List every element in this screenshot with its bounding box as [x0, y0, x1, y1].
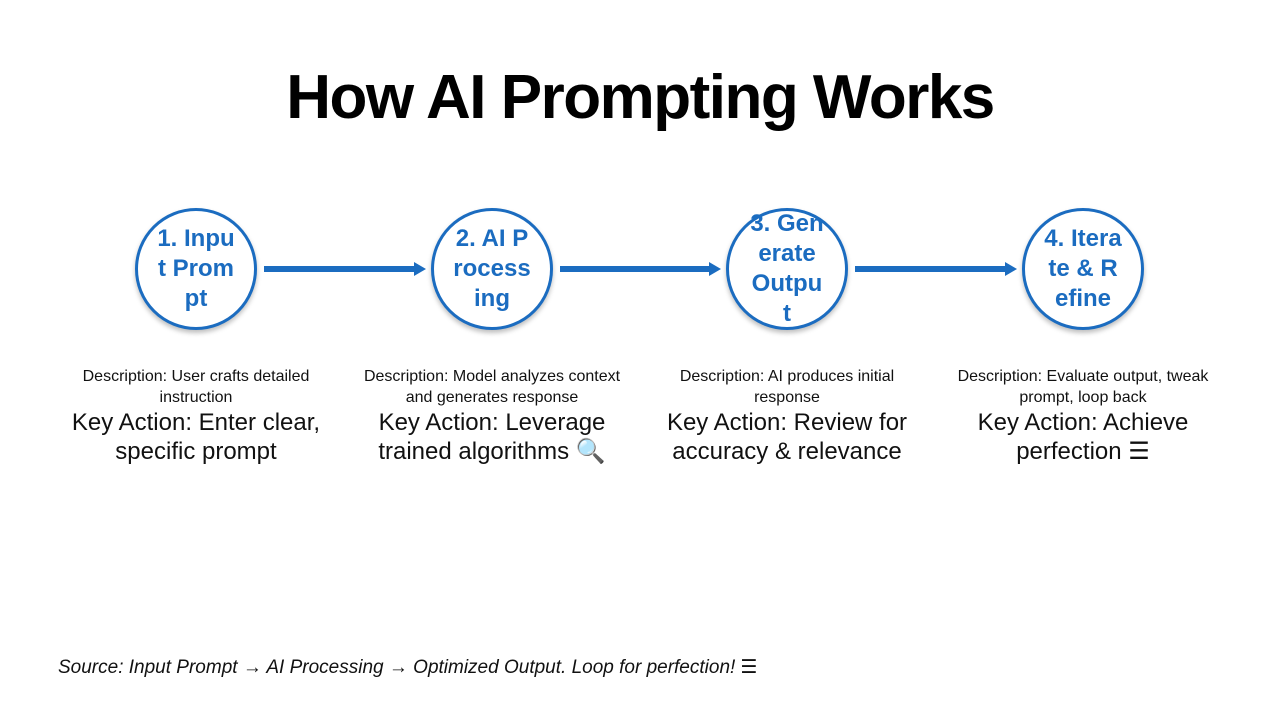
- arrow-head-icon: [709, 262, 721, 276]
- step-4-label: 4. Iterate & Refine: [1044, 225, 1122, 312]
- step-4-text: Description: Evaluate output, tweak prom…: [948, 366, 1218, 466]
- step-1-text: Description: User crafts detailed instru…: [61, 366, 331, 466]
- step-1-description: Description: User crafts detailed instru…: [82, 368, 310, 406]
- step-2-label: 2. AI Processing: [453, 225, 531, 312]
- arrow-head-icon: [1005, 262, 1017, 276]
- step-1-circle: 1. Input Prompt: [135, 208, 257, 330]
- arrow-shaft: [855, 266, 1005, 272]
- arrow-shaft: [264, 266, 414, 272]
- step-3-text: Description: AI produces initial respons…: [652, 366, 922, 466]
- step-2-key-action: Key Action: Leverage trained algorithms …: [378, 409, 606, 465]
- page-title: How AI Prompting Works: [286, 63, 995, 132]
- step-4-key-action: Key Action: Achieve perfection ☰: [977, 409, 1189, 465]
- step-2-circle: 2. AI Processing: [431, 208, 553, 330]
- step-1-key-action: Key Action: Enter clear, specific prompt: [71, 409, 321, 465]
- arrow-1-to-2: [264, 259, 426, 279]
- step-3-key-action: Key Action: Review for accuracy & releva…: [666, 409, 908, 465]
- step-4-circle: 4. Iterate & Refine: [1022, 208, 1144, 330]
- step-2-description: Description: Model analyzes context and …: [363, 368, 621, 406]
- source-note: Source: Input Prompt → AI Processing → O…: [58, 657, 758, 678]
- step-2-text: Description: Model analyzes context and …: [357, 366, 627, 466]
- arrow-head-icon: [414, 262, 426, 276]
- arrow-3-to-4: [855, 259, 1017, 279]
- step-3-label: 3. Generate Output: [750, 210, 824, 327]
- step-4-description: Description: Evaluate output, tweak prom…: [957, 368, 1209, 406]
- step-3-description: Description: AI produces initial respons…: [679, 368, 895, 406]
- step-3-circle: 3. Generate Output: [726, 208, 848, 330]
- arrow-2-to-3: [560, 259, 721, 279]
- arrow-shaft: [560, 266, 709, 272]
- step-1-label: 1. Input Prompt: [157, 225, 235, 312]
